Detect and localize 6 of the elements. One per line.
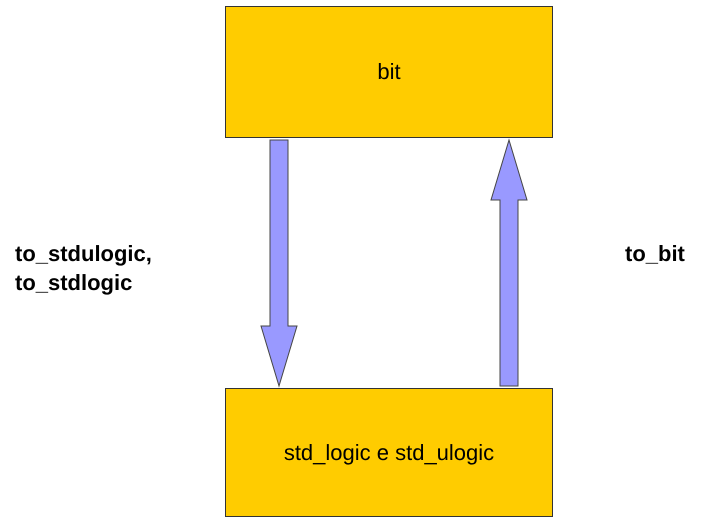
block-arrow	[260, 140, 298, 388]
process-box	[225, 6, 553, 138]
process-box	[225, 388, 553, 517]
box-label: std_logic e std_ulogic	[284, 440, 494, 466]
box-label: bit	[377, 59, 401, 85]
block-arrow	[490, 138, 528, 386]
